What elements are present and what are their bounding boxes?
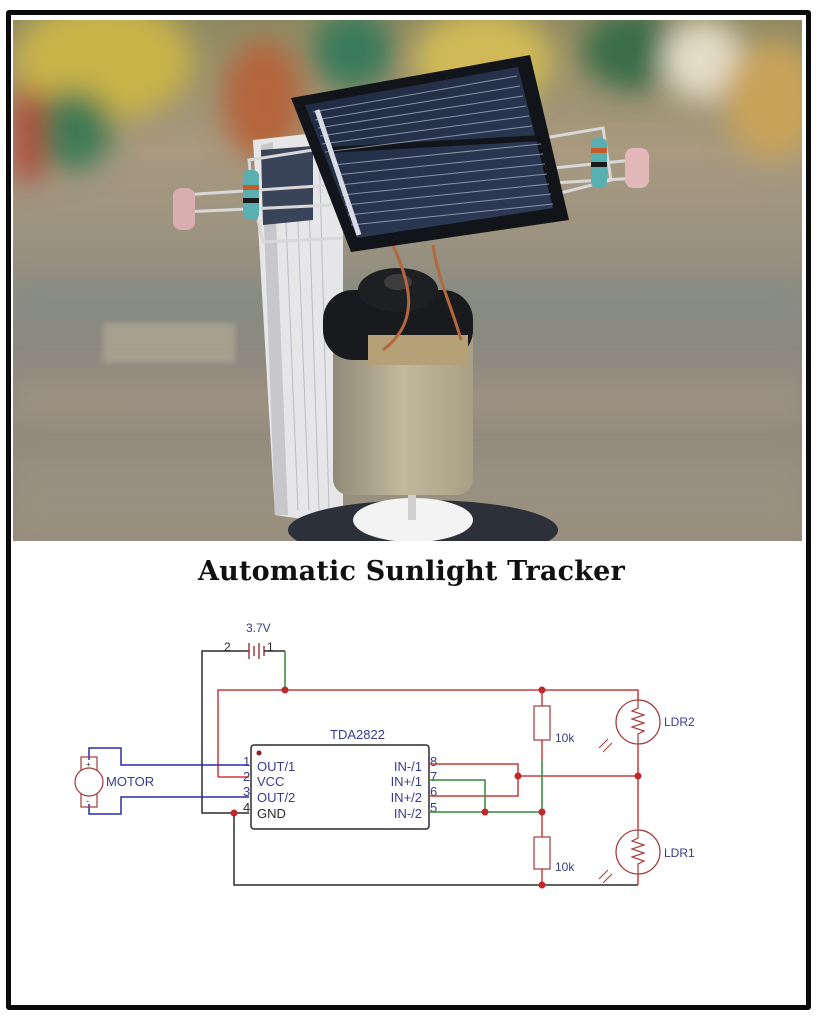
svg-text:+: + <box>86 760 91 769</box>
battery-pin-1: 1 <box>267 640 274 654</box>
svg-text:-: - <box>86 796 89 806</box>
svg-text:6: 6 <box>430 784 437 799</box>
pin-out2: OUT/2 <box>257 790 295 805</box>
svg-text:4: 4 <box>243 800 250 815</box>
battery-symbol: 3.7V 2 1 <box>224 621 285 659</box>
pin-in-plus-1: IN+/1 <box>391 774 422 789</box>
pin-out1: OUT/1 <box>257 759 295 774</box>
pin-in-minus-1: IN-/1 <box>394 759 422 774</box>
svg-text:3: 3 <box>243 784 250 799</box>
svg-text:10k: 10k <box>555 731 575 745</box>
pin-in-plus-2: IN+/2 <box>391 790 422 805</box>
svg-text:LDR2: LDR2 <box>664 715 695 729</box>
ic-name: TDA2822 <box>330 727 385 742</box>
diagram-title: Automatic Sunlight Tracker <box>198 556 625 587</box>
svg-text:7: 7 <box>430 769 437 784</box>
motor-symbol: + - MOTOR <box>74 756 154 808</box>
motor-label: MOTOR <box>106 774 154 789</box>
resistor-upper: 10k <box>533 705 575 745</box>
svg-text:8: 8 <box>430 754 437 769</box>
battery-voltage-label: 3.7V <box>246 621 271 635</box>
circuit-schematic: 3.7V 2 1 + - MOTOR TDA2 <box>0 600 823 910</box>
svg-text:2: 2 <box>243 769 250 784</box>
svg-text:1: 1 <box>243 754 250 769</box>
battery-pin-2: 2 <box>224 640 231 654</box>
svg-text:10k: 10k <box>555 860 575 874</box>
pin-vcc: VCC <box>257 774 284 789</box>
svg-text:LDR1: LDR1 <box>664 846 695 860</box>
ldr1-symbol: LDR1 <box>598 828 695 884</box>
tda2822-ic: TDA2822 1 2 3 4 OUT/1 VCC OUT/2 GND IN-/… <box>243 727 437 830</box>
junction-dots <box>230 686 642 889</box>
tracker-photo <box>13 20 802 541</box>
svg-text:5: 5 <box>430 800 437 815</box>
ldr2-symbol: LDR2 <box>598 699 695 753</box>
pin-in-minus-2: IN-/2 <box>394 806 422 821</box>
resistor-lower: 10k <box>533 836 575 874</box>
pin-gnd: GND <box>257 806 286 821</box>
